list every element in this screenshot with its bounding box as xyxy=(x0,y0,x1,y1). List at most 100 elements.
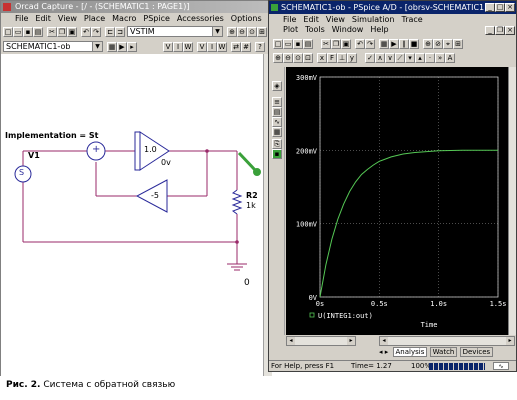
zoom-area-icon[interactable]: ⊙ xyxy=(293,53,303,63)
side-list-icon[interactable]: ≡ xyxy=(272,97,282,107)
capture-menu-options[interactable]: Options xyxy=(230,14,262,23)
help-icon[interactable]: ? xyxy=(255,42,265,52)
capture-menu-pspice[interactable]: PSpice xyxy=(143,14,170,23)
cut-icon[interactable]: ✂ xyxy=(47,27,57,37)
grid-icon[interactable]: # xyxy=(241,42,251,52)
mdi-close-button[interactable]: × xyxy=(505,26,515,35)
peak-icon[interactable]: ∧ xyxy=(375,53,385,63)
mark-label-icon[interactable]: ✓ xyxy=(365,53,375,63)
pspice-menu-file[interactable]: File xyxy=(283,15,297,24)
place-wire-icon[interactable]: ⊐ xyxy=(115,27,125,37)
tab-nav-icon[interactable]: ◂ ▸ xyxy=(379,348,389,356)
current-marker-icon[interactable]: I xyxy=(173,42,183,52)
zoom-in-icon[interactable]: ⊕ xyxy=(273,53,283,63)
sim-settings-icon[interactable]: ▦ xyxy=(107,42,117,52)
undo-icon[interactable]: ↶ xyxy=(355,39,365,49)
min-icon[interactable]: ▾ xyxy=(405,53,415,63)
bias-w-icon[interactable]: W xyxy=(217,42,227,52)
tab-devices[interactable]: Devices xyxy=(459,347,494,357)
save-icon[interactable]: ▪ xyxy=(23,27,33,37)
open-icon[interactable]: ▭ xyxy=(283,39,293,49)
tab-watch[interactable]: Watch xyxy=(429,347,458,357)
axis-icon[interactable]: ⊥ xyxy=(337,53,347,63)
gain1-symbol[interactable] xyxy=(139,131,170,171)
output-scrollbar[interactable]: ◂ ▸ xyxy=(379,336,515,346)
plot-horizontal-scrollbar[interactable]: ◂ ▸ xyxy=(286,336,356,346)
bias-v-icon[interactable]: V xyxy=(197,42,207,52)
mdi-restore-button[interactable]: ❐ xyxy=(495,26,505,35)
print-icon[interactable]: ▤ xyxy=(303,39,313,49)
new-icon[interactable]: □ xyxy=(3,27,13,37)
copy-icon[interactable]: ❐ xyxy=(57,27,67,37)
stop-icon[interactable]: ■ xyxy=(409,39,419,49)
new-icon[interactable]: □ xyxy=(273,39,283,49)
zoom-fit-icon[interactable]: ⊡ xyxy=(303,53,313,63)
side-run-icon[interactable]: ▪ xyxy=(272,149,282,159)
place-part-icon[interactable]: ⊏ xyxy=(105,27,115,37)
scroll-left-icon[interactable]: ◂ xyxy=(287,337,295,345)
max-icon[interactable]: ▴ xyxy=(415,53,425,63)
chevron-down-icon[interactable]: ▼ xyxy=(212,27,222,36)
schematic-combo[interactable]: SCHEMATIC1-ob ▼ xyxy=(3,41,103,52)
log-x-icon[interactable]: x xyxy=(317,53,327,63)
capture-menu-file[interactable]: File xyxy=(15,14,29,23)
voltage-marker-icon[interactable]: V xyxy=(163,42,173,52)
markers-icon[interactable]: ▸ xyxy=(127,42,137,52)
side-grid-icon[interactable]: ▦ xyxy=(272,127,282,137)
gain2-symbol[interactable] xyxy=(135,179,168,213)
capture-menu-edit[interactable]: Edit xyxy=(35,14,51,23)
capture-scrollbar[interactable] xyxy=(263,54,272,376)
minimize-button[interactable]: _ xyxy=(485,3,495,12)
bias-i-icon[interactable]: I xyxy=(207,42,217,52)
capture-menu-macro[interactable]: Macro xyxy=(112,14,137,23)
pspice-menu-window[interactable]: Window xyxy=(331,25,364,34)
trace-add-icon[interactable]: ⊕ xyxy=(423,39,433,49)
label-icon[interactable]: A xyxy=(445,53,455,63)
scroll-left-icon[interactable]: ◂ xyxy=(380,337,388,345)
side-output-icon[interactable]: ⎘ xyxy=(272,139,282,149)
pspice-menu-edit[interactable]: Edit xyxy=(303,15,319,24)
plot-vertical-scrollbar[interactable] xyxy=(508,67,516,335)
paste-icon[interactable]: ▣ xyxy=(67,27,77,37)
pause-icon[interactable]: ∥ xyxy=(399,39,409,49)
zoom-out-icon[interactable]: ⊖ xyxy=(283,53,293,63)
schematic-canvas[interactable]: Implementation = St V1 S + 1.0 0v -5 R2 … xyxy=(1,54,268,376)
paste-icon[interactable]: ▣ xyxy=(341,39,351,49)
point-icon[interactable]: · xyxy=(425,53,435,63)
redo-icon[interactable]: ↷ xyxy=(365,39,375,49)
scroll-right-icon[interactable]: ▸ xyxy=(347,337,355,345)
side-probe-icon[interactable]: ◈ xyxy=(272,81,282,91)
cut-icon[interactable]: ✂ xyxy=(321,39,331,49)
fft-icon[interactable]: ⊘ xyxy=(433,39,443,49)
pspice-menu-trace[interactable]: Trace xyxy=(401,15,423,24)
maximize-button[interactable]: □ xyxy=(495,3,505,12)
capture-menu-place[interactable]: Place xyxy=(83,14,106,23)
undo-icon[interactable]: ↶ xyxy=(81,27,91,37)
zoom-in-icon[interactable]: ⊕ xyxy=(227,27,237,37)
slope-icon[interactable]: ⟋ xyxy=(395,53,405,63)
capture-menu-view[interactable]: View xyxy=(57,14,77,23)
cursor-icon[interactable]: ⌖ xyxy=(443,39,453,49)
tab-analysis[interactable]: Analysis xyxy=(392,347,428,357)
legend-label[interactable]: U(INTEG1:out) xyxy=(318,312,373,320)
pspice-menu-help[interactable]: Help xyxy=(370,25,389,34)
run-icon[interactable]: ▶ xyxy=(117,42,127,52)
zoom-area-icon[interactable]: ⊙ xyxy=(247,27,257,37)
log-y-icon[interactable]: y xyxy=(347,53,357,63)
resistor-symbol[interactable] xyxy=(231,189,243,215)
capture-title-bar[interactable]: Orcad Capture - [/ - (SCHEMATIC1 : PAGE1… xyxy=(1,1,271,13)
copy-icon[interactable]: ❐ xyxy=(331,39,341,49)
sim-profile-icon[interactable]: ▦ xyxy=(379,39,389,49)
pspice-menu-view[interactable]: View xyxy=(325,15,345,24)
zoom-out-icon[interactable]: ⊖ xyxy=(237,27,247,37)
part-combo[interactable]: VSTIM ▼ xyxy=(127,26,223,37)
series-line[interactable] xyxy=(319,149,498,298)
ground-symbol[interactable] xyxy=(227,263,247,271)
voltage-probe-icon[interactable] xyxy=(237,151,257,172)
toggle-icon[interactable]: ⇄ xyxy=(231,42,241,52)
capture-menu-accessories[interactable]: Accessories xyxy=(176,14,224,23)
power-marker-icon[interactable]: W xyxy=(183,42,193,52)
side-wave-icon[interactable]: ∿ xyxy=(272,117,282,127)
